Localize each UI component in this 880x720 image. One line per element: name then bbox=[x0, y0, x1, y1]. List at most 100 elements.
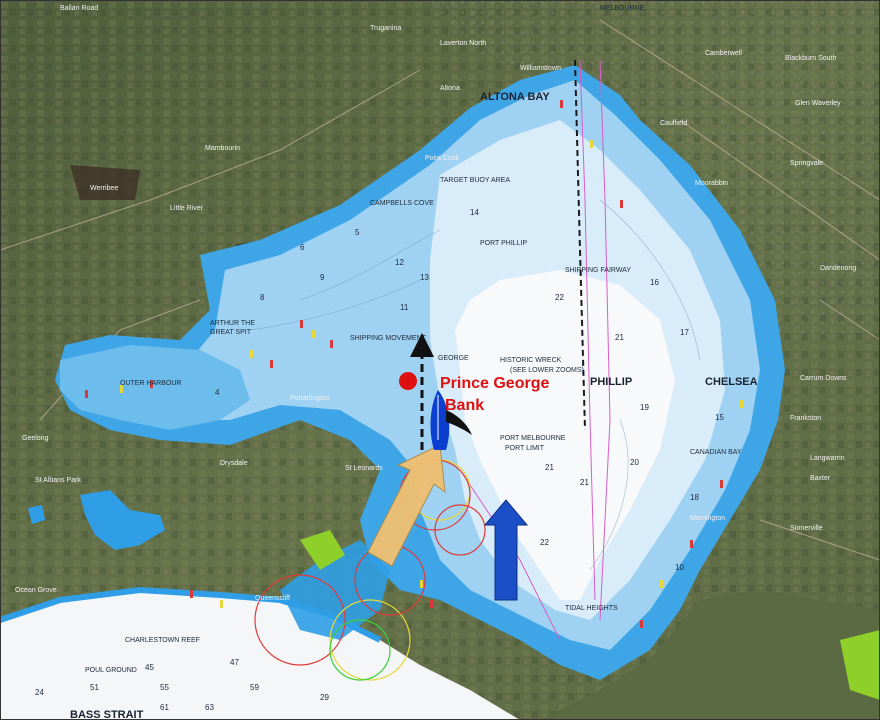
depth-soundings: 13 14 16 17 20 21 22 21 21 19 22 18 15 1… bbox=[35, 208, 724, 712]
label-camberwell: Camberwell bbox=[705, 50, 742, 57]
label-charles-reef: CHARLESTOWN REEF bbox=[125, 637, 200, 644]
depth-label: 22 bbox=[555, 293, 564, 302]
label-outer-harbour: OUTER HARBOUR bbox=[120, 380, 181, 387]
label-st-leonards: St Leonards bbox=[345, 465, 383, 472]
bank-label-line1: Prince George bbox=[440, 375, 549, 392]
label-moorabbin: Moorabbin bbox=[695, 180, 728, 187]
depth-label: 45 bbox=[145, 663, 154, 672]
depth-label: 47 bbox=[230, 658, 239, 667]
depth-label: 4 bbox=[215, 388, 220, 397]
label-altona-bay: ALTONA BAY bbox=[480, 91, 550, 103]
buoy-markers bbox=[85, 100, 743, 628]
depth-label: 17 bbox=[680, 328, 689, 337]
label-carrum: Carrum Downs bbox=[800, 375, 847, 382]
label-bacchus: Ballan Road bbox=[60, 5, 98, 12]
bank-label-line2: Bank bbox=[445, 397, 484, 414]
label-truganina: Truganina bbox=[370, 25, 401, 32]
lake-connewarre bbox=[80, 490, 165, 550]
green-patch-2 bbox=[840, 630, 880, 700]
peninsula-right bbox=[540, 590, 880, 720]
label-george: GEORGE bbox=[438, 355, 469, 362]
label-springvale: Springvale bbox=[790, 160, 823, 167]
label-great-spit: GREAT SPIT bbox=[210, 329, 252, 336]
label-blackburn: Blackburn South bbox=[785, 55, 836, 62]
label-somerville: Somerville bbox=[790, 525, 823, 532]
depth-label: 63 bbox=[205, 703, 214, 712]
label-canadian-bay: CANADIAN BAY bbox=[690, 449, 742, 456]
depth-label: 55 bbox=[160, 683, 169, 692]
depth-label: 29 bbox=[320, 693, 329, 702]
label-arthur-spit: ARTHUR THE bbox=[210, 320, 255, 327]
depth-label: 21 bbox=[545, 463, 554, 472]
label-port-melbourne: PORT MELBOURNE bbox=[500, 435, 566, 442]
label-poul-ground: POUL GROUND bbox=[85, 667, 137, 674]
depth-label: 22 bbox=[540, 538, 549, 547]
label-shipping-movements: SHIPPING MOVEMENT bbox=[350, 335, 427, 342]
depth-label: 51 bbox=[90, 683, 99, 692]
label-tidal-heights: TIDAL HEIGHTS bbox=[565, 605, 618, 612]
label-geelong: Geelong bbox=[22, 435, 49, 442]
green-patch-1 bbox=[300, 530, 345, 570]
lake-small bbox=[28, 505, 45, 524]
label-target-buoy-area: TARGET BUOY AREA bbox=[440, 177, 510, 184]
label-st-albans: St Albans Park bbox=[35, 477, 81, 484]
depth-label: 15 bbox=[715, 413, 724, 422]
label-ocean-grove: Ocean Grove bbox=[15, 587, 57, 594]
urban-area bbox=[430, 0, 880, 340]
bank-marker-dot[interactable] bbox=[399, 372, 417, 390]
depth-label: 12 bbox=[395, 258, 404, 267]
channel-dashed bbox=[574, 59, 586, 431]
depth-label: 6 bbox=[300, 243, 305, 252]
label-melbourne: MELBOURNE bbox=[600, 5, 645, 12]
depth-label: 24 bbox=[35, 688, 44, 697]
label-port-phillip: PORT PHILLIP bbox=[480, 240, 528, 247]
label-bass-strait: BASS STRAIT bbox=[70, 709, 144, 720]
depth-label: 13 bbox=[420, 273, 429, 282]
label-shipping-fairway: SHIPPING FAIRWAY bbox=[565, 267, 631, 274]
depth-label: 11 bbox=[400, 303, 409, 312]
roads bbox=[0, 19, 880, 561]
label-werribee: Werribee bbox=[90, 185, 118, 192]
label-frankston: Frankston bbox=[790, 415, 821, 422]
depth-label: 10 bbox=[675, 563, 684, 572]
label-williamstown: Williamstown bbox=[520, 65, 561, 72]
depth-label: 14 bbox=[470, 208, 479, 217]
label-laverton: Laverton North bbox=[440, 40, 486, 47]
rip-channel bbox=[280, 540, 390, 640]
label-drysdale: Drysdale bbox=[220, 460, 248, 467]
label-mambourin: Mambourin bbox=[205, 145, 240, 152]
label-glen-waverley: Glen Waverley bbox=[795, 100, 841, 107]
orange-arrow bbox=[367, 444, 446, 567]
depth-label: 9 bbox=[320, 273, 325, 282]
label-chelsea: CHELSEA bbox=[705, 376, 758, 388]
depth-label: 59 bbox=[250, 683, 259, 692]
label-see-lower-zooms: (SEE LOWER ZOOMS) bbox=[510, 367, 584, 374]
depth-label: 16 bbox=[650, 278, 659, 287]
depth-label: 8 bbox=[260, 293, 265, 302]
label-point-cook: Point Cook bbox=[425, 155, 460, 162]
depth-label: 61 bbox=[160, 703, 169, 712]
label-langwarrin: Langwarrin bbox=[810, 455, 845, 462]
depth-label: 20 bbox=[630, 458, 639, 467]
label-queenscliff: Queenscliff bbox=[255, 595, 290, 602]
depth-label: 21 bbox=[580, 478, 589, 487]
outer-harbour-water bbox=[60, 345, 250, 430]
label-campbells-cove: CAMPBELLS COVE bbox=[370, 200, 434, 207]
bass-strait-sea bbox=[0, 590, 520, 720]
depth-label: 19 bbox=[640, 403, 649, 412]
label-baxter: Baxter bbox=[810, 475, 831, 482]
label-caulfield: Caulfield bbox=[660, 120, 687, 127]
label-phillip: PHILLIP bbox=[590, 376, 632, 388]
depth-label: 5 bbox=[355, 228, 360, 237]
depth-label: 21 bbox=[615, 333, 624, 342]
depth-contours bbox=[249, 199, 701, 571]
label-historic-wreck: HISTORIC WRECK bbox=[500, 357, 562, 364]
label-mornington: Mornington bbox=[690, 515, 725, 522]
label-port-limit: PORT LIMIT bbox=[505, 445, 545, 452]
boat-icon bbox=[430, 390, 472, 450]
label-portarlington: Portarlington bbox=[290, 395, 330, 402]
shipping-lanes bbox=[459, 59, 611, 641]
label-altona: Altona bbox=[440, 85, 460, 92]
